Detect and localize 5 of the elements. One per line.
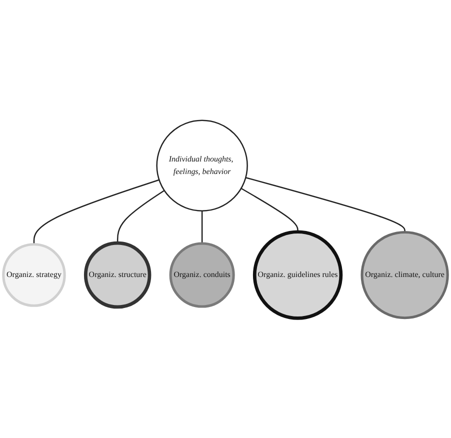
connector <box>201 210 203 244</box>
connector <box>33 178 160 244</box>
connector <box>116 190 165 243</box>
connector <box>240 188 298 232</box>
connector <box>246 176 406 232</box>
